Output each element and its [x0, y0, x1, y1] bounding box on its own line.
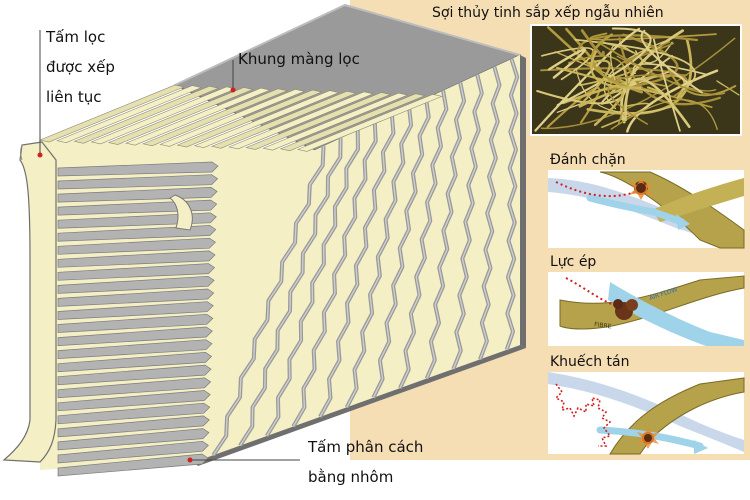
label-interception: Đánh chặn [550, 152, 626, 168]
glass-fiber [603, 39, 669, 110]
label-frame: Khung màng lọc [238, 50, 360, 68]
side-separator-highlight [426, 82, 465, 379]
glass-fiber [624, 77, 691, 129]
front-separator [57, 377, 212, 399]
side-separator-highlight [452, 74, 483, 370]
glass-fiber [590, 50, 642, 89]
label-glass-fiber: Sợi thủy tinh sắp xếp ngẫu nhiên [432, 5, 664, 21]
front-separator [57, 237, 216, 255]
label-separator-2: bằng nhôm [308, 468, 394, 486]
glass-fiber [534, 27, 641, 132]
mechanism-diffusion [548, 372, 745, 455]
glass-fiber [536, 65, 628, 105]
front-separator [57, 326, 213, 346]
side-separator-highlight [506, 58, 518, 351]
top-pleat [159, 89, 306, 147]
glass-fiber [618, 37, 721, 106]
glass-fiber [578, 90, 624, 127]
top-pleat [142, 88, 289, 147]
glass-fiber [605, 33, 679, 91]
glass-fiber [580, 29, 605, 57]
top-pleats [38, 84, 443, 152]
top-pleat [124, 87, 271, 146]
glass-fiber [575, 67, 676, 114]
front-separator [57, 390, 211, 412]
glass-fiber [610, 99, 718, 130]
front-separator [57, 161, 219, 177]
front-separator [57, 250, 216, 268]
label-impaction: Lực ép [550, 254, 596, 270]
side-separator-highlight [479, 66, 501, 360]
side-separator-highlight [319, 114, 395, 418]
front-separator [57, 352, 213, 373]
front-separator [57, 174, 219, 190]
glass-fiber [540, 37, 736, 130]
front-separator [57, 339, 213, 359]
glass-fiber [640, 29, 703, 94]
top-pleat [228, 91, 375, 150]
glass-fiber [716, 80, 740, 96]
top-pleat [262, 92, 409, 151]
front-separators [57, 161, 219, 477]
top-pleat [279, 93, 426, 152]
top-pleat [245, 92, 392, 150]
front-separator [57, 415, 210, 438]
label-diffusion: Khuếch tán [550, 353, 630, 370]
glass-fiber [667, 67, 737, 97]
front-separator [57, 364, 212, 386]
side-separator-highlight [346, 106, 412, 408]
filter-frame-right-edge [520, 55, 526, 348]
peeled-filter-sheet [2, 141, 57, 463]
glass-fiber [547, 48, 586, 79]
glass-fiber-inset [530, 24, 742, 136]
glass-fiber [574, 38, 696, 91]
glass-fiber [626, 69, 719, 133]
glass-fiber [567, 55, 629, 125]
top-pleat [210, 90, 357, 149]
filter-frame-bottom [192, 345, 526, 466]
front-separator [57, 275, 215, 294]
top-pleat [90, 86, 237, 145]
label-filter-sheet-3: liên tục [46, 88, 102, 106]
front-separator [57, 402, 211, 425]
side-separator-highlight [212, 145, 325, 456]
front-separator [57, 453, 209, 477]
front-separator [57, 440, 209, 464]
front-separator [57, 288, 215, 307]
front-separator [57, 313, 214, 333]
side-separators [211, 58, 520, 457]
front-separator [57, 428, 210, 451]
top-pleat [56, 85, 203, 143]
mechanism-interception [548, 170, 745, 249]
side-separator-highlight [239, 138, 342, 446]
glass-fibers [530, 24, 742, 136]
glass-fiber [653, 38, 681, 132]
front-separator [57, 263, 216, 281]
side-separator-highlight [292, 122, 377, 427]
top-pleat [176, 89, 323, 148]
label-filter-sheet-1: Tấm lọc [46, 28, 106, 46]
mechanism-impaction: AIR FLOW FIBRE [548, 272, 745, 346]
glass-fiber [597, 41, 726, 96]
top-pleat [73, 85, 220, 144]
top-pleat [107, 87, 254, 145]
front-separator [57, 301, 214, 320]
glass-fiber [541, 46, 595, 81]
top-pleat [193, 90, 340, 148]
label-separator-1: Tấm phân cách [308, 438, 424, 456]
glass-fiber [610, 44, 634, 82]
glass-fiber [578, 59, 611, 107]
side-separator-highlight [372, 98, 430, 399]
top-pleat [38, 84, 186, 143]
top-pleat [296, 94, 443, 152]
fibre-annotation: FIBRE [594, 321, 612, 330]
side-separator-highlight [266, 130, 359, 437]
side-separator-highlight [399, 90, 448, 389]
label-filter-sheet-2: được xếp [46, 58, 115, 76]
